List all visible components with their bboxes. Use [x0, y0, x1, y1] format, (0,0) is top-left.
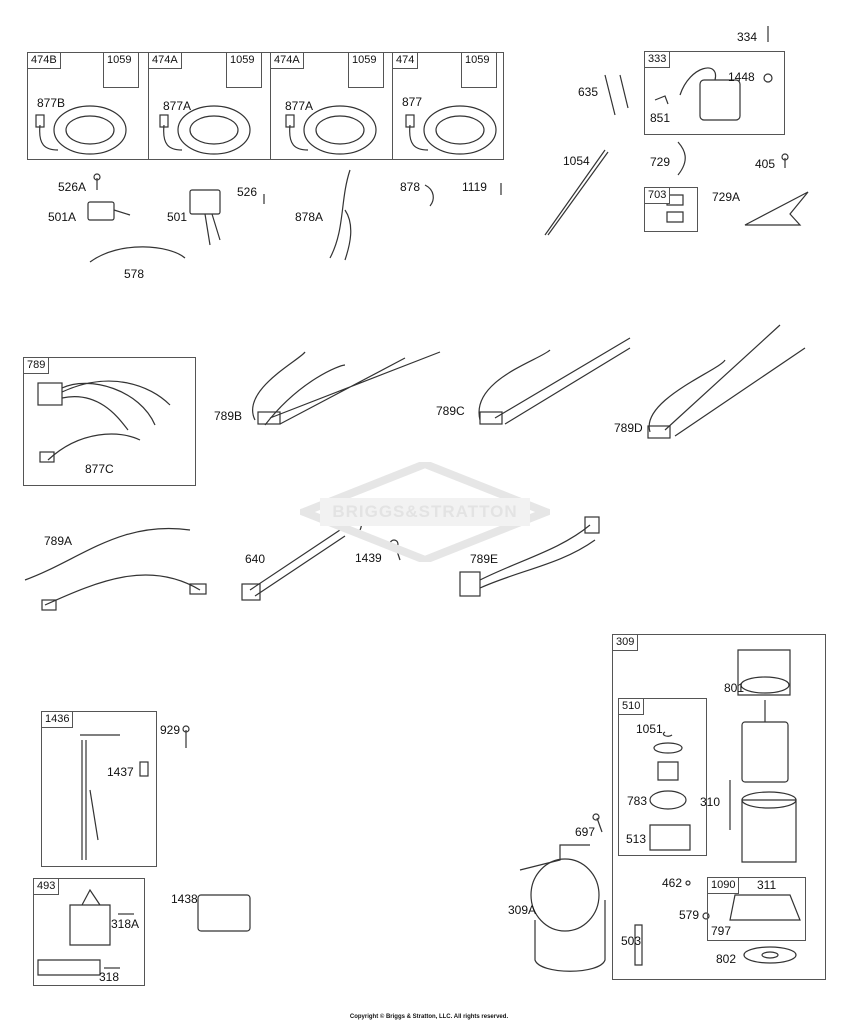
stator-877B-art [35, 105, 127, 155]
callout-493[interactable]: 493 [33, 878, 60, 895]
callout-1054[interactable]: 1054 [563, 154, 590, 168]
callout-501A[interactable]: 501A [48, 210, 77, 224]
callout-578[interactable]: 578 [124, 267, 145, 281]
callout-1438[interactable]: 1438 [171, 892, 198, 906]
callout-877B[interactable]: 877B [37, 96, 66, 110]
callout-929[interactable]: 929 [160, 723, 181, 737]
callout-579[interactable]: 579 [679, 908, 700, 922]
callout-311[interactable]: 311 [757, 878, 777, 892]
kit-box-789 [23, 357, 196, 486]
callout-1119[interactable]: 1119 [462, 180, 487, 194]
callout-789B[interactable]: 789B [214, 409, 243, 423]
callout-333[interactable]: 333 [644, 51, 671, 68]
callout-309A[interactable]: 309A [508, 903, 537, 917]
callout-318[interactable]: 318 [99, 970, 120, 984]
kit-box-1090 [707, 877, 806, 941]
callout-310[interactable]: 310 [700, 795, 721, 809]
callout-1439[interactable]: 1439 [355, 551, 382, 565]
callout-789A[interactable]: 789A [44, 534, 73, 548]
stator-877A-2-art [285, 105, 377, 155]
callout-405[interactable]: 405 [755, 157, 776, 171]
callout-789E[interactable]: 789E [470, 552, 499, 566]
callout-878A[interactable]: 878A [295, 210, 324, 224]
callout-462[interactable]: 462 [662, 876, 683, 890]
kit-box-493 [33, 878, 145, 986]
callout-318A[interactable]: 318A [111, 917, 140, 931]
watermark-shape [293, 459, 557, 565]
callout-877[interactable]: 877 [402, 95, 423, 109]
callout-801[interactable]: 801 [724, 681, 745, 695]
callout-697[interactable]: 697 [575, 825, 596, 839]
callout-510[interactable]: 510 [618, 698, 645, 715]
kit-box-1436 [41, 711, 157, 867]
kit-box-309 [612, 634, 826, 980]
callout-783[interactable]: 783 [627, 794, 648, 808]
callout-474B[interactable]: 474B [27, 52, 61, 69]
callout-635[interactable]: 635 [578, 85, 599, 99]
kit-box-474 [392, 52, 504, 160]
callout-797[interactable]: 797 [711, 924, 732, 938]
callout-503[interactable]: 503 [621, 934, 642, 948]
callout-334[interactable]: 334 [737, 30, 758, 44]
callout-474A-1[interactable]: 474A [148, 52, 182, 69]
callout-1059-c[interactable]: 1059 [348, 52, 384, 88]
callout-526A[interactable]: 526A [58, 180, 87, 194]
copyright-notice: Copyright © Briggs & Stratton, LLC. All … [349, 1014, 509, 1020]
callout-877A-2[interactable]: 877A [285, 99, 314, 113]
callout-877C[interactable]: 877C [85, 462, 114, 476]
callout-877A-1[interactable]: 877A [163, 99, 192, 113]
watermark-text: BRIGGS&STRATTON [332, 502, 518, 521]
kit-box-333 [644, 51, 785, 135]
callout-789C[interactable]: 789C [436, 404, 465, 418]
callout-1448[interactable]: 1448 [728, 70, 755, 84]
callout-1059-a[interactable]: 1059 [103, 52, 139, 88]
callout-729[interactable]: 729 [650, 155, 671, 169]
callout-309[interactable]: 309 [612, 634, 639, 651]
callout-1051[interactable]: 1051 [636, 722, 663, 736]
callout-1437[interactable]: 1437 [107, 765, 134, 779]
callout-474A-2[interactable]: 474A [270, 52, 304, 69]
callout-1090[interactable]: 1090 [707, 877, 740, 894]
kit-box-510 [618, 698, 707, 856]
callout-1436[interactable]: 1436 [41, 711, 74, 728]
callout-703[interactable]: 703 [644, 187, 671, 204]
callout-640[interactable]: 640 [245, 552, 266, 566]
stator-877A-1-art [159, 105, 251, 155]
callout-1059-d[interactable]: 1059 [461, 52, 497, 88]
callout-851[interactable]: 851 [650, 111, 671, 125]
callout-526[interactable]: 526 [237, 185, 258, 199]
callout-789D[interactable]: 789D [614, 421, 643, 435]
brand-watermark: BRIGGS&STRATTON [293, 459, 557, 565]
callout-802[interactable]: 802 [716, 952, 737, 966]
callout-789[interactable]: 789 [23, 357, 50, 374]
stator-877-art [405, 105, 497, 155]
callout-513[interactable]: 513 [626, 832, 647, 846]
kit-box-703 [644, 187, 698, 232]
callout-501[interactable]: 501 [167, 210, 188, 224]
callout-729A[interactable]: 729A [712, 190, 741, 204]
callout-878[interactable]: 878 [400, 180, 421, 194]
callout-1059-b[interactable]: 1059 [226, 52, 262, 88]
callout-474[interactable]: 474 [392, 52, 419, 69]
